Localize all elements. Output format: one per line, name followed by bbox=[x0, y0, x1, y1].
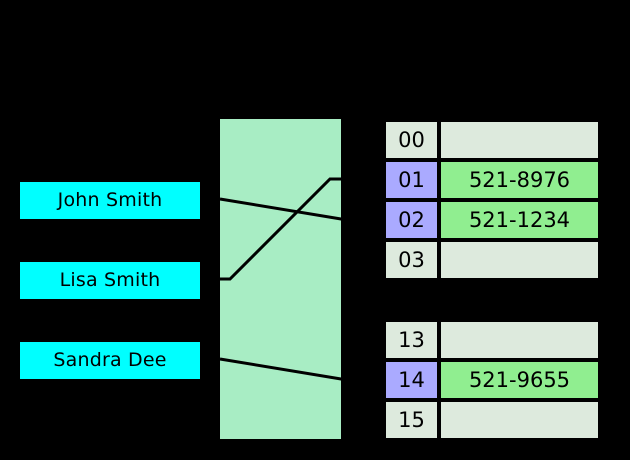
hash-function-box bbox=[220, 119, 341, 439]
table-row[interactable]: 15 bbox=[386, 400, 598, 440]
bucket-value-cell[interactable]: 521-9655 bbox=[441, 360, 598, 400]
bucket-value-cell[interactable] bbox=[441, 400, 598, 440]
key-label: Lisa Smith bbox=[59, 269, 161, 291]
table-row[interactable]: 03 bbox=[386, 240, 598, 280]
bucket-value-cell[interactable]: 521-1234 bbox=[441, 200, 598, 240]
bucket-index-cell[interactable]: 13 bbox=[386, 320, 437, 360]
key-box-lisa-smith[interactable]: Lisa Smith bbox=[20, 262, 200, 299]
key-label: Sandra Dee bbox=[53, 349, 167, 371]
bucket-value-cell[interactable] bbox=[441, 120, 598, 160]
bucket-value-cell[interactable] bbox=[441, 240, 598, 280]
table-row[interactable]: 00 bbox=[386, 120, 598, 160]
bucket-index-cell[interactable]: 00 bbox=[386, 120, 437, 160]
key-box-sandra-dee[interactable]: Sandra Dee bbox=[20, 342, 200, 379]
bucket-index-cell[interactable]: 15 bbox=[386, 400, 437, 440]
bucket-value-cell[interactable] bbox=[441, 320, 598, 360]
bucket-index-cell[interactable]: 14 bbox=[386, 360, 437, 400]
bucket-index-cell[interactable]: 02 bbox=[386, 200, 437, 240]
bucket-value-cell[interactable]: 521-8976 bbox=[441, 160, 598, 200]
key-label: John Smith bbox=[57, 189, 163, 211]
bucket-index-cell[interactable]: 01 bbox=[386, 160, 437, 200]
table-row[interactable]: 13 bbox=[386, 320, 598, 360]
bucket-index-cell[interactable]: 03 bbox=[386, 240, 437, 280]
key-box-john-smith[interactable]: John Smith bbox=[20, 182, 200, 219]
